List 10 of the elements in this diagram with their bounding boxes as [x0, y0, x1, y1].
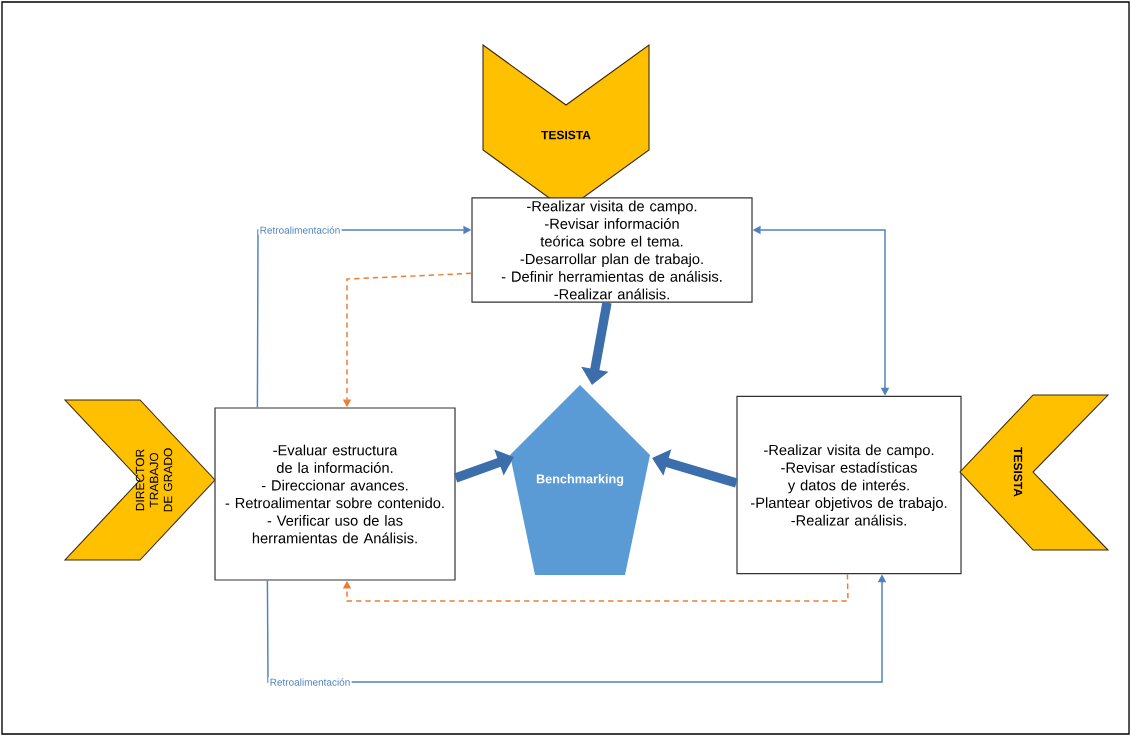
text-box: -Evaluar estructura de la información. - Direccionar avances. - Retroalimentar sobre contenido. - Verificar uso de las herramientas de Análisis. — [214, 407, 456, 581]
chevron: TESISTA — [959, 394, 1110, 551]
text-box: -Realizar visita de campo. -Revisar información teórica sobre el tema. -Desarrollar plan de trabajo. - Definir herramientas de análisis. -Realizar análisis. — [471, 197, 753, 303]
dashed-arrow — [342, 573, 849, 602]
pentagon: Benchmarking — [510, 385, 650, 575]
chevron: DIRECTOR TRABAJO DE GRADO — [63, 399, 216, 561]
text-box: -Realizar visita de campo. -Revisar estadísticas y datos de interés. -Plantear objetivos de trabajo. -Realizar análisis. — [736, 395, 962, 575]
edge-label: Retroalimentación — [268, 676, 352, 688]
edge-label: Retroalimentación — [258, 224, 342, 236]
block-arrow — [454, 449, 514, 483]
